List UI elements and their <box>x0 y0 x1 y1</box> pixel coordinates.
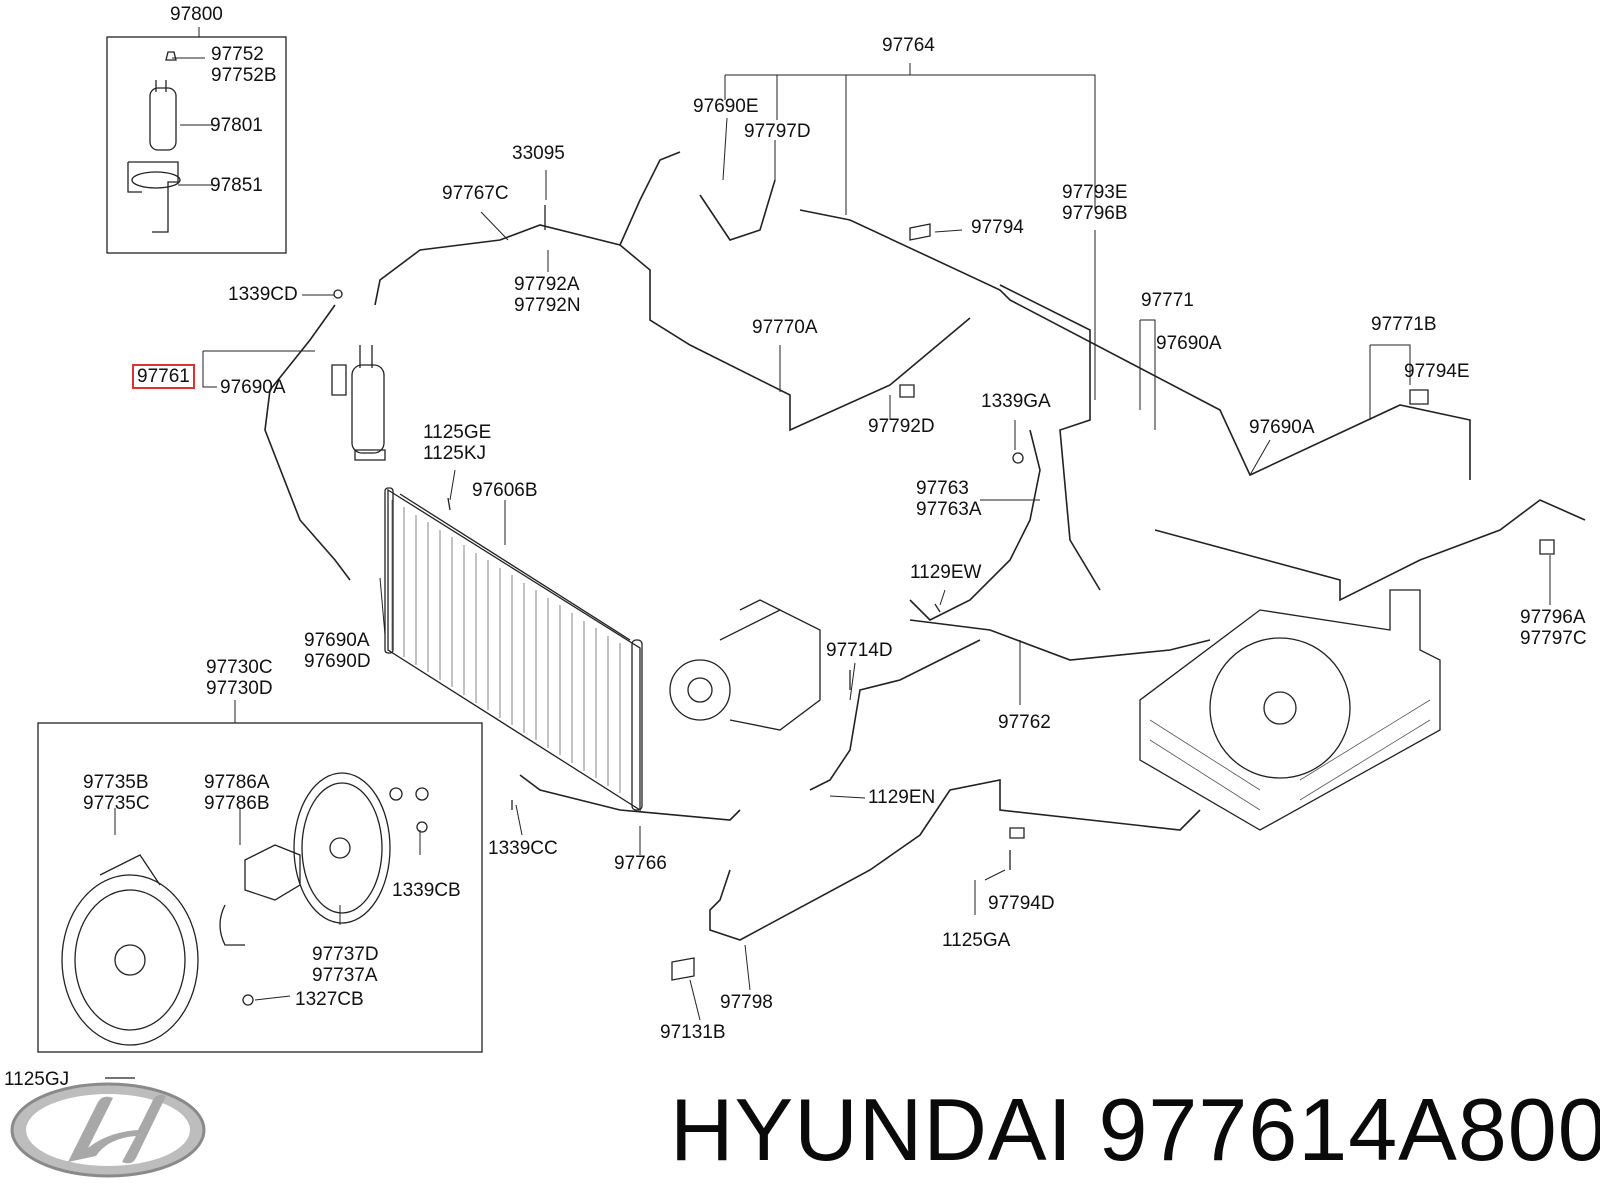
callout-97737-group: 97737D 97737A <box>312 944 379 986</box>
callout-97131b: 97131B <box>660 1022 726 1043</box>
callout-97763-group: 97763 97763A <box>916 478 982 520</box>
callout-1125ge: 1125GE <box>423 422 492 443</box>
callout-97730-group: 97730C 97730D <box>206 657 273 699</box>
callout-1327cb: 1327CB <box>295 989 364 1010</box>
callout-97735-group: 97735B 97735C <box>83 772 150 814</box>
callout-97793-group: 97793E 97796B <box>1062 182 1128 224</box>
fasteners <box>105 205 1555 1079</box>
part-number-title: HYUNDAI 977614A800 <box>670 1080 1600 1179</box>
callout-97606b: 97606B <box>472 480 538 501</box>
callout-97786a: 97786A <box>204 772 270 793</box>
callout-97796-group: 97796A 97797C <box>1520 607 1587 649</box>
callout-97792a: 97792A <box>514 274 580 295</box>
fan-assembly-inset <box>61 772 429 1046</box>
callout-97737a: 97737A <box>312 965 378 986</box>
callout-1125kj: 1125KJ <box>423 443 487 464</box>
callout-97730d: 97730D <box>206 678 273 699</box>
callout-97796a: 97796A <box>1520 607 1586 628</box>
condenser-fan-module <box>1139 589 1441 831</box>
callout-97766: 97766 <box>614 853 667 874</box>
callout-1125gj: 1125GJ <box>4 1069 70 1090</box>
refrigerant-lines <box>264 151 1586 941</box>
callout-97752: 97752 <box>211 44 264 65</box>
callout-97800: 97800 <box>170 4 223 25</box>
callout-97735b: 97735B <box>83 772 149 793</box>
callout-97752-group: 97752 97752B <box>211 44 277 86</box>
callout-1129en: 1129EN <box>868 787 936 808</box>
callout-1125g-group: 1125GE 1125KJ <box>423 422 491 464</box>
callout-1339cc: 1339CC <box>488 838 558 859</box>
hyundai-logo <box>10 1082 206 1178</box>
callout-97786b: 97786B <box>204 793 270 814</box>
callout-97761-highlighted: 97761 <box>132 364 195 389</box>
callout-97737d: 97737D <box>312 944 379 965</box>
callout-97714d: 97714D <box>826 640 893 661</box>
receiver-drier-inset-box <box>106 36 287 254</box>
callout-97794d: 97794D <box>988 893 1055 914</box>
fan-assembly-inset-box <box>37 722 483 1053</box>
callout-97793e: 97793E <box>1062 182 1128 203</box>
callout-97798: 97798 <box>720 992 773 1013</box>
callout-97794e: 97794E <box>1404 361 1470 382</box>
callout-97690d: 97690D <box>304 651 371 672</box>
callout-97763a: 97763A <box>916 499 982 520</box>
callout-97730c: 97730C <box>206 657 273 678</box>
callout-97690e: 97690E <box>693 96 759 117</box>
callout-97771b: 97771B <box>1371 314 1437 335</box>
callout-97690-group: 97690A 97690D <box>304 630 371 672</box>
callout-1125ga: 1125GA <box>942 930 1011 951</box>
callout-97764: 97764 <box>882 35 935 56</box>
callout-1339cd: 1339CD <box>228 284 298 305</box>
callout-97801: 97801 <box>210 115 263 136</box>
callout-97735c: 97735C <box>83 793 150 814</box>
callout-1339cb: 1339CB <box>392 880 461 901</box>
leader-lines <box>114 27 1551 1021</box>
callout-97690a-1: 97690A <box>220 377 286 398</box>
callout-97771: 97771 <box>1141 290 1194 311</box>
callout-97796b: 97796B <box>1062 203 1128 224</box>
callout-97752b: 97752B <box>211 65 277 86</box>
callout-97851: 97851 <box>210 175 263 196</box>
callout-97794: 97794 <box>971 217 1024 238</box>
callout-97792d: 97792D <box>868 416 935 437</box>
callout-97690a-2: 97690A <box>1156 333 1222 354</box>
callout-97690a-3: 97690A <box>1249 417 1315 438</box>
receiver-drier <box>331 345 386 461</box>
callout-33095: 33095 <box>512 143 565 164</box>
callout-97770a: 97770A <box>752 317 818 338</box>
callout-97767c: 97767C <box>442 183 509 204</box>
callout-97786-group: 97786A 97786B <box>204 772 270 814</box>
callout-97792n: 97792N <box>514 295 581 316</box>
callout-97797d: 97797D <box>744 121 811 142</box>
callout-97690a-4: 97690A <box>304 630 370 651</box>
callout-1339ga: 1339GA <box>981 391 1051 412</box>
callout-1129ew: 1129EW <box>910 562 982 583</box>
ac-compressor <box>669 599 821 731</box>
callout-97797c: 97797C <box>1520 628 1587 649</box>
callout-97762: 97762 <box>998 712 1051 733</box>
callout-97763: 97763 <box>916 478 969 499</box>
receiver-drier-inset <box>127 51 181 233</box>
condenser <box>384 487 643 812</box>
callout-97792-group: 97792A 97792N <box>514 274 581 316</box>
